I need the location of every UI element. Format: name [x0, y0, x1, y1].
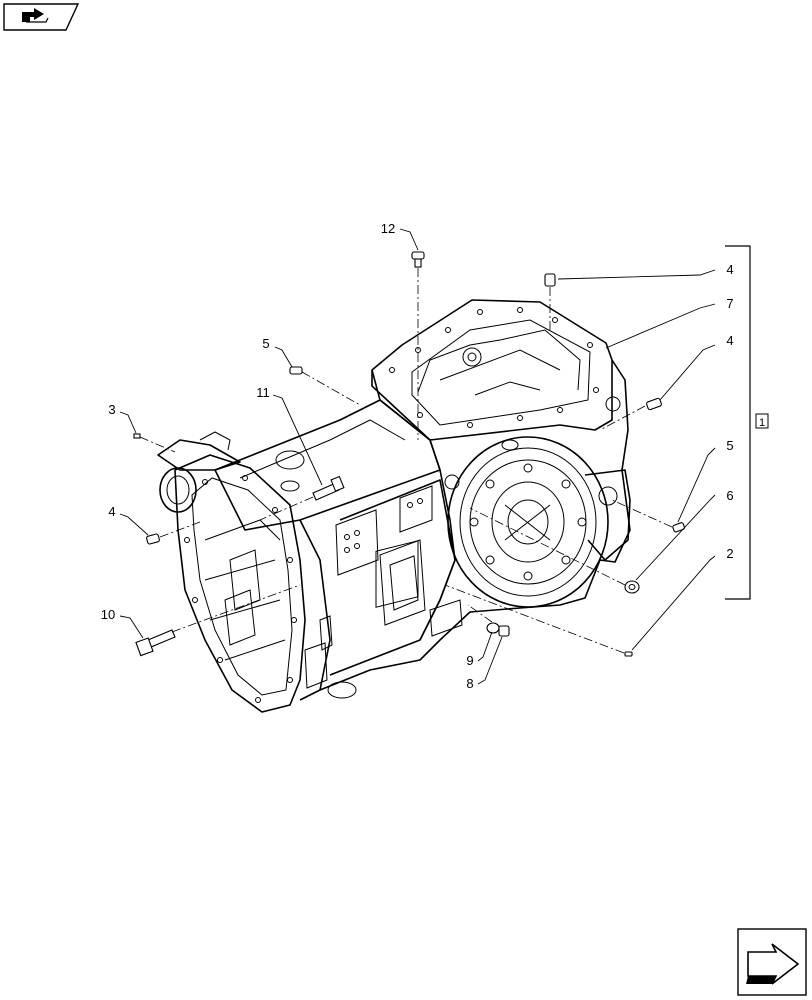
transmission-housing	[157, 299, 631, 713]
callout-4-right: 4	[726, 333, 733, 348]
callout-8: 8	[466, 676, 473, 691]
callout-6: 6	[726, 488, 733, 503]
part-2-pin	[624, 651, 633, 657]
callout-2: 2	[726, 546, 733, 561]
part-9-washer	[486, 622, 500, 634]
book-arrow-icon[interactable]	[3, 3, 80, 31]
assembly-label: 1	[759, 417, 765, 429]
callout-11: 11	[256, 385, 270, 400]
callout-labels: 12 4 7 5 4 11 3 4 5 6 2 10 9 8	[101, 221, 734, 691]
front-flange	[157, 431, 306, 713]
callout-7: 7	[726, 296, 733, 311]
callout-9: 9	[466, 653, 473, 668]
part-10-bolt	[135, 629, 176, 657]
part-5-dowel-right	[672, 522, 685, 533]
callout-5-upper: 5	[262, 336, 269, 351]
part-4-dowel-top	[544, 273, 556, 287]
part-11-bolt	[312, 475, 345, 501]
part-5-dowel-upper	[289, 366, 303, 375]
callout-4-top: 4	[726, 262, 733, 277]
assembly-bracket: 1	[725, 245, 769, 600]
callout-12: 12	[381, 221, 395, 236]
callout-5-right: 5	[726, 438, 733, 453]
part-3-pin	[133, 433, 141, 439]
callout-4-left: 4	[108, 504, 115, 519]
part-8-plug	[498, 625, 510, 637]
next-page-arrow-icon[interactable]	[737, 928, 807, 996]
callout-3: 3	[108, 402, 115, 417]
bearing-flange	[447, 436, 609, 608]
center-lines	[139, 268, 673, 654]
leader-lines	[119, 228, 716, 685]
callout-10: 10	[101, 607, 115, 622]
part-12-screw	[411, 251, 425, 268]
part-6-plug	[624, 580, 640, 594]
part-4-dowel-left	[146, 533, 160, 545]
part-4-dowel-right	[646, 397, 662, 411]
